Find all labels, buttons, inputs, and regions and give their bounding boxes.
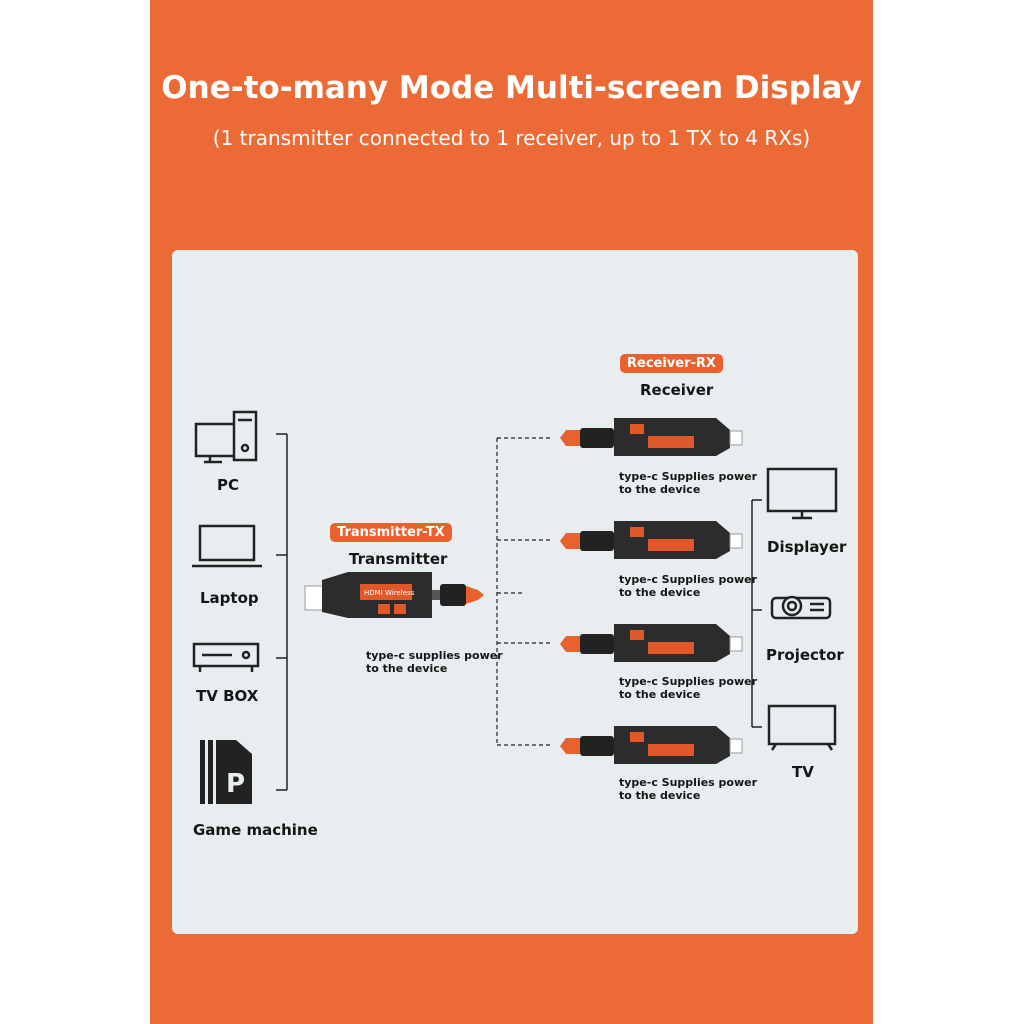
source-label-game-machine: Game machine — [193, 821, 318, 839]
transmitter-tag: Transmitter-TX — [330, 523, 452, 542]
display-label-tv: TV — [792, 763, 814, 781]
tv-icon — [769, 706, 835, 750]
svg-text:P: P — [226, 769, 245, 799]
receiver-label: Receiver — [640, 381, 713, 399]
source-bracket — [276, 434, 287, 790]
projector-icon — [772, 597, 830, 618]
receiver-device-4 — [560, 726, 742, 764]
display-label-projector: Projector — [766, 646, 844, 664]
receiver-note-3-line1: type-c Supplies power — [619, 675, 757, 688]
game-console-icon: P — [200, 740, 252, 804]
receiver-tag: Receiver-RX — [620, 354, 723, 373]
receiver-note-1-line1: type-c Supplies power — [619, 470, 757, 483]
source-label-laptop: Laptop — [200, 589, 259, 607]
display-label-displayer: Displayer — [767, 538, 846, 556]
pc-icon — [196, 412, 256, 462]
source-label-tv-box: TV BOX — [196, 687, 258, 705]
receiver-note-1-line2: to the device — [619, 483, 700, 496]
receiver-device-3 — [560, 624, 742, 662]
source-label-pc: PC — [217, 476, 239, 494]
display-bracket — [752, 500, 762, 727]
tv-box-icon — [194, 644, 258, 672]
transmitter-label: Transmitter — [349, 550, 447, 568]
receiver-note-4-line1: type-c Supplies power — [619, 776, 757, 789]
receiver-note-4-line2: to the device — [619, 789, 700, 802]
monitor-icon — [768, 469, 836, 518]
receiver-note-2-line2: to the device — [619, 586, 700, 599]
transmitter-device: HDMI Wireless — [305, 572, 484, 618]
receiver-note-2-line1: type-c Supplies power — [619, 573, 757, 586]
receiver-device-2 — [560, 521, 742, 559]
laptop-icon — [192, 526, 262, 566]
receiver-device-1 — [560, 418, 742, 456]
transmitter-note-line2: to the device — [366, 662, 447, 675]
signal-dashed-lines — [497, 438, 552, 745]
svg-text:HDMI Wireless: HDMI Wireless — [364, 589, 415, 597]
transmitter-note-line1: type-c supplies power — [366, 649, 503, 662]
receiver-note-3-line2: to the device — [619, 688, 700, 701]
